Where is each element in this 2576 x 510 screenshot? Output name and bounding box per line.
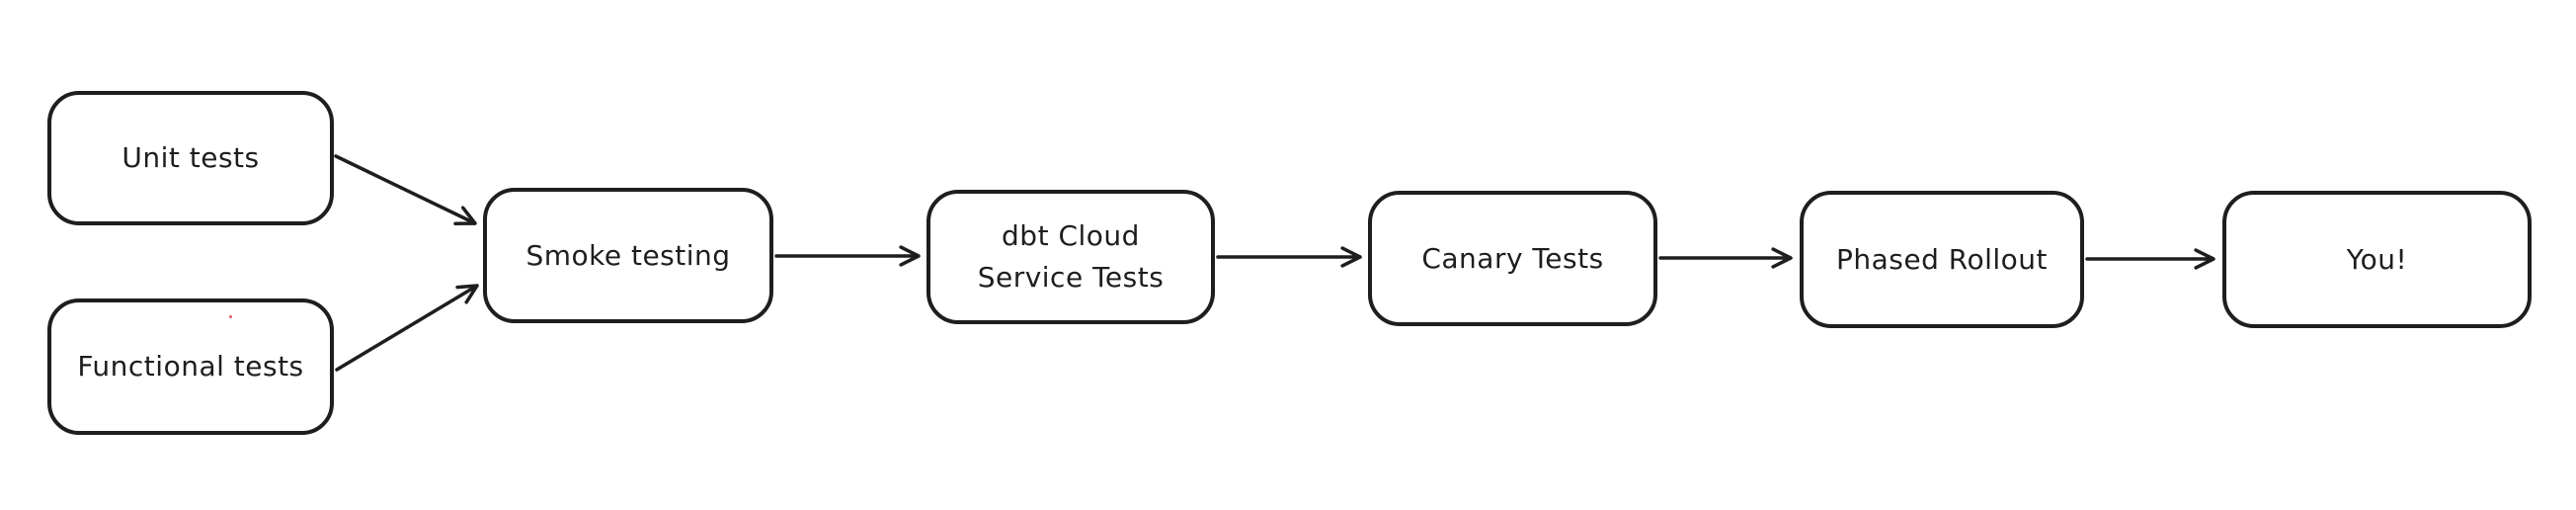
node-canary-tests: Canary Tests — [1368, 191, 1657, 326]
stray-red-pixel — [229, 315, 232, 318]
node-you-label: You! — [2346, 242, 2408, 276]
node-canary-tests-label: Canary Tests — [1421, 241, 1604, 275]
node-dbt-cloud-service-tests: dbt Cloud Service Tests — [926, 190, 1215, 324]
node-smoke-testing-label: Smoke testing — [525, 238, 731, 272]
node-phased-rollout-label: Phased Rollout — [1835, 242, 2049, 276]
node-unit-tests-label: Unit tests — [121, 141, 260, 174]
node-phased-rollout: Phased Rollout — [1800, 191, 2084, 328]
node-you: You! — [2222, 191, 2532, 328]
node-unit-tests: Unit tests — [47, 91, 334, 225]
node-dbt-cloud-service-tests-label: dbt Cloud Service Tests — [977, 219, 1165, 294]
node-functional-tests: Functional tests — [47, 298, 334, 435]
node-smoke-testing: Smoke testing — [483, 188, 773, 323]
node-functional-tests-label: Functional tests — [77, 350, 304, 382]
